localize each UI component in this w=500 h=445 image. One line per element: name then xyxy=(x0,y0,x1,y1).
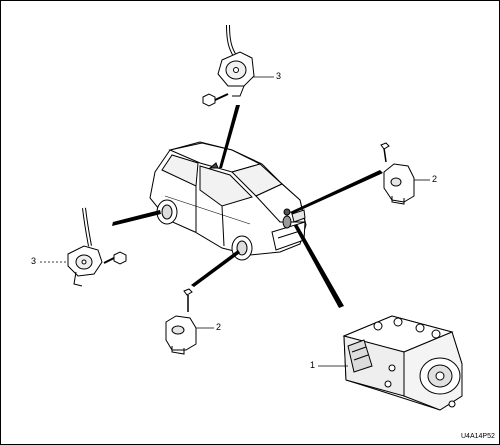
vehicle-illustration xyxy=(149,141,307,261)
leader-rear-left-sensor xyxy=(112,210,161,226)
harness-leaders xyxy=(112,105,383,308)
figure-code: U4A14P52 xyxy=(461,433,495,440)
leader-abs-unit xyxy=(294,224,344,308)
callout-3-rear-left: 3 xyxy=(31,256,37,266)
callout-2-front-left: 2 xyxy=(216,322,222,332)
leader-front-right-sensor xyxy=(290,170,383,214)
wheel-speed-sensor-rear-right xyxy=(217,24,255,97)
bolt-rear-right xyxy=(202,93,229,107)
leader-rear-right-sensor xyxy=(219,105,240,168)
callout-2-front-right: 2 xyxy=(432,174,438,184)
callout-leaders xyxy=(40,76,430,367)
callout-1-abs-unit: 1 xyxy=(310,360,316,370)
leader-front-left-sensor xyxy=(191,250,240,287)
wheel-speed-sensor-front-right xyxy=(380,142,415,205)
callout-3-rear-right: 3 xyxy=(276,71,282,81)
wheel-speed-sensor-rear-left xyxy=(67,207,103,287)
bolt-rear-left xyxy=(103,251,127,265)
abs-hydraulic-unit xyxy=(342,315,463,411)
wheel-speed-sensor-front-left xyxy=(165,288,197,355)
